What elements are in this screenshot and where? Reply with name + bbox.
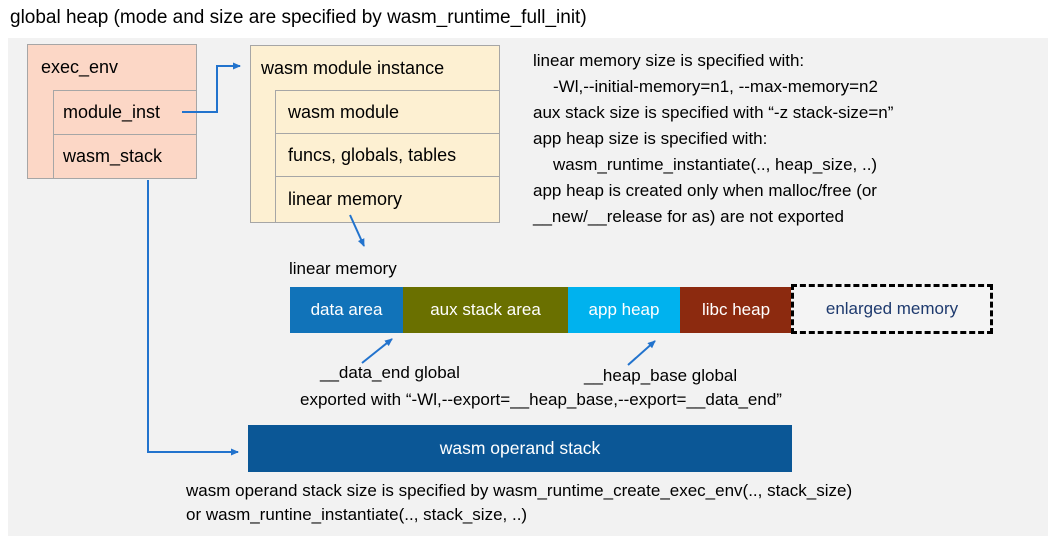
module-instance-row-linear-memory: linear memory — [275, 176, 500, 223]
exec-env-row-wasm-stack: wasm_stack — [53, 134, 197, 179]
footer-line: wasm operand stack size is specified by … — [186, 481, 853, 500]
segment-enlarged-memory: enlarged memory — [791, 284, 993, 334]
wasm-operand-stack-bar: wasm operand stack — [248, 425, 792, 472]
exported-with-label: exported with “-Wl,--export=__heap_base,… — [300, 390, 782, 409]
note-line: linear memory size is specified with: — [533, 51, 805, 70]
note-line: app heap size is specified with: — [533, 129, 768, 148]
notes-block: linear memory size is specified with: -W… — [533, 51, 893, 233]
heap-base-global-label: __heap_base global — [584, 366, 738, 385]
note-line: -Wl,--initial-memory=n1, --max-memory=n2 — [553, 77, 878, 96]
note-line: wasm_runtime_instantiate(.., heap_size, … — [553, 155, 878, 174]
module-instance-row-funcs-globals-tables: funcs, globals, tables — [275, 133, 500, 177]
segment-data-area: data area — [290, 287, 403, 333]
segment-app-heap: app heap — [568, 287, 680, 333]
segment-libc-heap: libc heap — [680, 287, 792, 333]
note-line: app heap is created only when malloc/fre… — [533, 181, 877, 200]
module-instance-row-wasm-module: wasm module — [275, 90, 500, 134]
page-title: global heap (mode and size are specified… — [10, 7, 587, 28]
module-instance-header: wasm module instance — [261, 58, 445, 78]
exec-env-row-module-inst: module_inst — [53, 90, 197, 135]
linear-memory-label: linear memory — [289, 259, 397, 278]
footer-line: or wasm_runtine_instantiate(.., stack_si… — [186, 505, 528, 524]
exec-env-header: exec_env — [41, 57, 119, 77]
note-line: __new/__release for as) are not exported — [533, 207, 844, 226]
note-line: aux stack size is specified with “-z sta… — [533, 103, 894, 122]
segment-aux-stack-area: aux stack area — [403, 287, 568, 333]
data-end-global-label: __data_end global — [320, 363, 460, 382]
